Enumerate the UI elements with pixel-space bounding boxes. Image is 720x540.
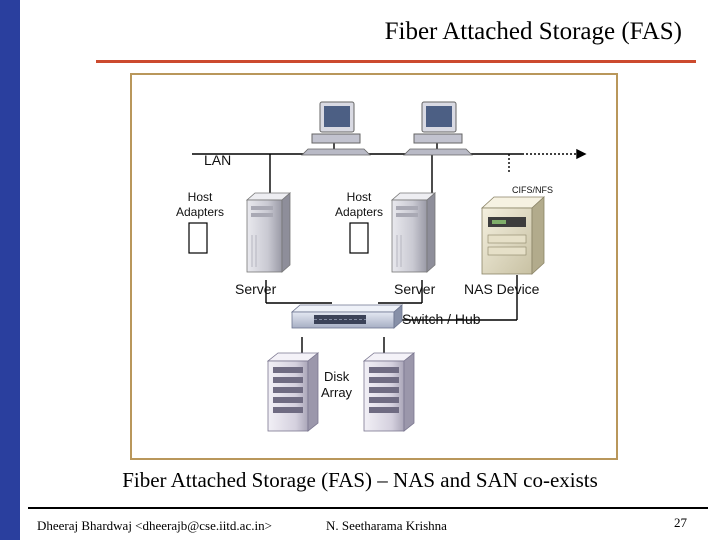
disk-array-label-line1: Disk — [324, 369, 350, 384]
cifs-nfs-label: CIFS/NFS — [512, 185, 553, 195]
server-2-icon — [390, 192, 437, 273]
server-2-label: Server — [394, 281, 436, 297]
slide-title: Fiber Attached Storage (FAS) — [384, 18, 682, 45]
footer-presenter: N. Seetharama Krishna — [326, 518, 447, 533]
host-adapters-2-label-line1: Host — [347, 190, 372, 204]
diagram-canvas: LAN CIFS/NFS Host Adapters Server Host A… — [176, 101, 587, 432]
workstation-1-icon — [301, 101, 371, 156]
disk-array-label-line2: Array — [321, 385, 353, 400]
server-1-icon — [245, 192, 292, 273]
host-adapters-1-label-line1: Host — [188, 190, 213, 204]
host-adapter-card-1 — [188, 222, 208, 254]
lan-arrowhead — [576, 148, 587, 160]
figure-caption: Fiber Attached Storage (FAS) – NAS and S… — [122, 468, 598, 492]
lan-label: LAN — [204, 152, 231, 168]
page-number: 27 — [674, 515, 687, 530]
disk-array-1-icon — [266, 352, 320, 432]
server-1-label: Server — [235, 281, 277, 297]
host-adapters-2-label-line2: Adapters — [335, 205, 383, 219]
left-accent-bar — [0, 0, 20, 540]
switch-hub-icon — [290, 304, 404, 329]
title-underline — [96, 60, 696, 63]
switch-hub-label: Switch / Hub — [402, 311, 481, 327]
disk-array-2-icon — [362, 352, 416, 432]
host-adapter-card-2 — [349, 222, 369, 254]
footer-divider — [28, 507, 708, 509]
footer-author: Dheeraj Bhardwaj <dheerajb@cse.iitd.ac.i… — [37, 518, 272, 533]
nas-device-icon — [480, 196, 546, 275]
storage-diagram: LAN CIFS/NFS Host Adapters Server Host A… — [130, 73, 618, 460]
nas-device-label: NAS Device — [464, 281, 540, 297]
host-adapters-1-label-line2: Adapters — [176, 205, 224, 219]
workstation-2-icon — [403, 101, 473, 156]
